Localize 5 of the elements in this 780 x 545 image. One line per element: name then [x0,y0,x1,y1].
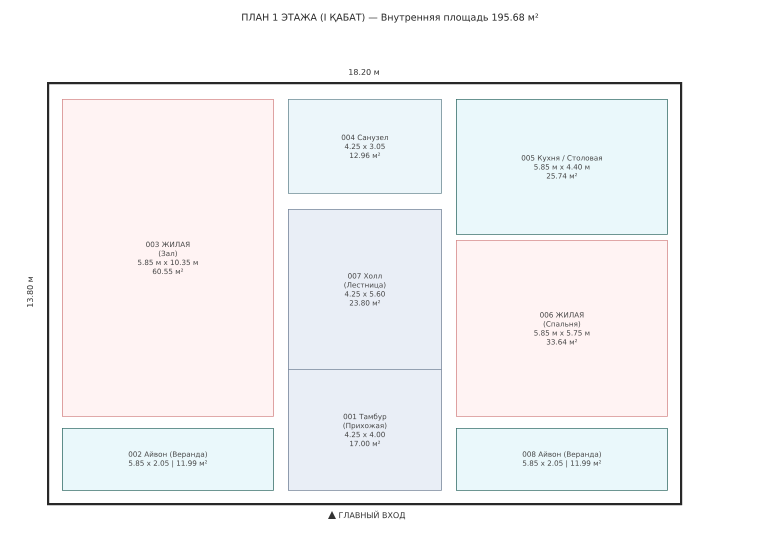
dimension-label: 18.20 м [349,68,379,76]
dimension-label: 13.80 м [26,277,34,307]
entrance-label: ГЛАВНЫЙ ВХОД [339,510,406,520]
building-outline [47,82,682,506]
title: ПЛАН 1 ЭТАЖА (I ҚАБАТ) — Внутренняя площадь 195.68 м² [242,13,538,23]
